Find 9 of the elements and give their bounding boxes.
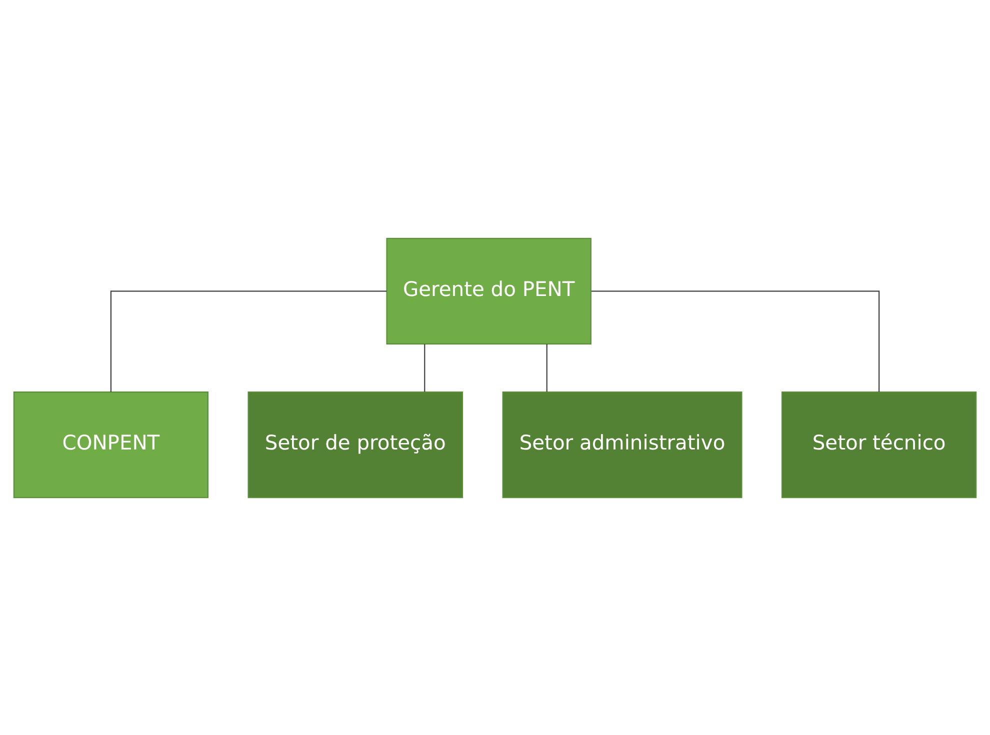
- connector: [546, 344, 548, 392]
- node-box: Setor administrativo: [502, 391, 742, 498]
- node-box: CONPENT: [13, 391, 208, 498]
- connector: [424, 344, 426, 392]
- node-box: Setor técnico: [782, 391, 977, 498]
- node-box: Gerente do PENT: [386, 237, 592, 344]
- connector: [591, 290, 880, 392]
- node-box: Setor de proteção: [248, 391, 464, 498]
- connector: [110, 290, 387, 392]
